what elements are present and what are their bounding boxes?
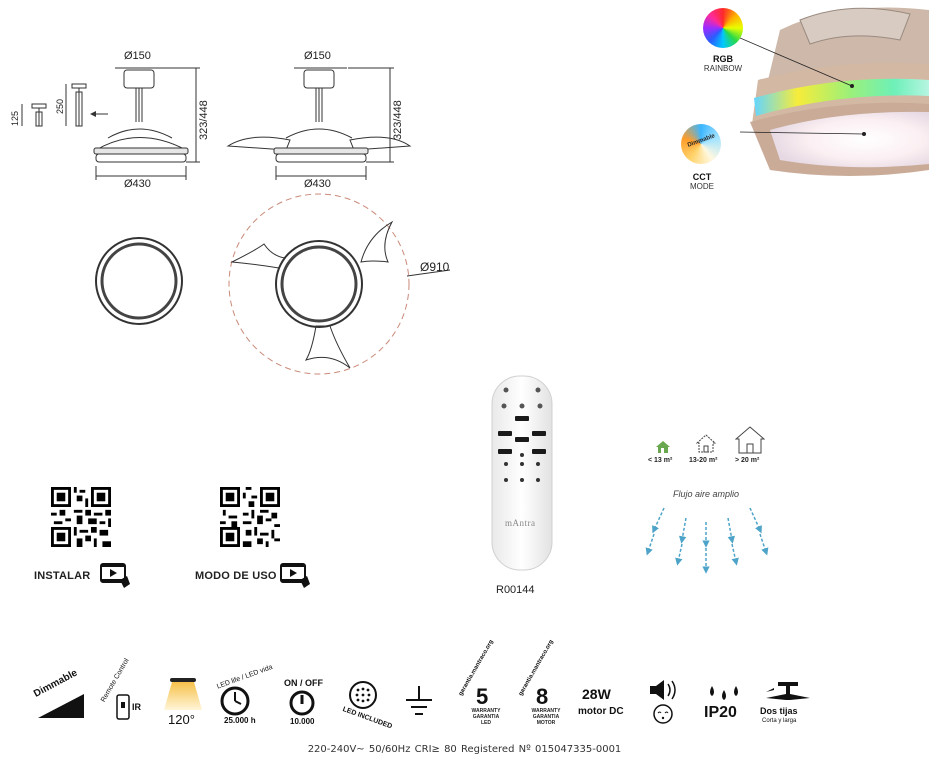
- warranty-motor-years: 8: [536, 684, 549, 709]
- airflow-title: Flujo aire amplio: [673, 489, 740, 499]
- cct-caption: CCT MODE: [672, 172, 732, 191]
- room-size-large: > 20 m²: [735, 457, 760, 464]
- fan-side-view-closed: [93, 67, 200, 180]
- install-label[interactable]: INSTALAR: [34, 570, 91, 582]
- blade-span-label: Ø910: [420, 260, 450, 274]
- usage-label[interactable]: MODO DE USO: [195, 570, 277, 582]
- rgb-title: RGB: [713, 54, 733, 64]
- electrical-specs-footer: 220-240V~ 50/60Hz CRI≥ 80 Registered Nº …: [307, 744, 622, 755]
- body-diameter-label: Ø430: [124, 178, 151, 190]
- rods-label: Dos tijas: [760, 706, 798, 716]
- ground-icon: [406, 686, 432, 715]
- silent-baby-icon: [650, 680, 676, 724]
- top-diameter-label: Ø150: [124, 50, 151, 62]
- beam-angle-icon: [164, 678, 202, 710]
- rod-options: [21, 83, 108, 127]
- body-diameter-label: Ø430: [304, 178, 331, 190]
- video-play-icon[interactable]: [100, 562, 132, 590]
- rod-length-label: 250: [55, 98, 65, 114]
- ir-label: IR: [132, 702, 141, 712]
- height-label: 323/448: [198, 100, 210, 140]
- airflow-arrows: [645, 507, 769, 574]
- fan-side-view-open: [226, 67, 412, 180]
- remote-control-image: [491, 375, 553, 571]
- height-label: 323/448: [392, 100, 404, 140]
- ceiling-rod-icon: [766, 682, 810, 700]
- motor-type: motor DC: [578, 706, 624, 717]
- medium-house-icon: [696, 434, 716, 453]
- led-life-hours: 25.000 h: [224, 716, 256, 725]
- power-rating: 28W: [582, 686, 611, 702]
- fan-product-photo: [740, 7, 929, 176]
- rods-sublabel: Corta y larga: [762, 718, 797, 724]
- rod-length-label: 125: [10, 110, 20, 126]
- fan-top-view: [95, 237, 183, 325]
- top-diameter-label: Ø150: [304, 50, 331, 62]
- rgb-subtitle: RAINBOW: [703, 64, 743, 73]
- cct-title: CCT: [692, 172, 712, 182]
- onoff-label: ON / OFF: [284, 678, 323, 688]
- rgb-caption: RGB RAINBOW: [693, 54, 753, 73]
- room-size-medium: 13-20 m²: [689, 457, 718, 464]
- beam-angle-label: 120°: [168, 712, 195, 727]
- warranty-led-text: WARRANTY GARANTIA LED: [471, 708, 501, 726]
- onoff-count: 10.000: [290, 717, 315, 726]
- room-size-small: < 13 m²: [648, 457, 673, 464]
- dimmable-icon: [38, 694, 84, 718]
- clock-icon: [220, 686, 250, 716]
- cct-subtitle: MODE: [690, 182, 714, 191]
- remote-icon: [116, 694, 130, 720]
- remote-model: R00144: [496, 584, 535, 596]
- warranty-led-years: 5: [476, 684, 489, 709]
- warranty-motor-text: WARRANTY GARANTIA MOTOR: [531, 708, 561, 726]
- fan-top-view-blades: [228, 193, 451, 375]
- large-house-icon: [735, 426, 765, 454]
- install-qr-code[interactable]: [51, 487, 111, 547]
- cct-color-wheel: [681, 124, 721, 164]
- small-house-icon: [656, 441, 670, 453]
- power-icon: [289, 690, 315, 716]
- rgb-color-wheel: [703, 8, 743, 48]
- usage-qr-code[interactable]: [220, 487, 280, 547]
- remote-brand: mAntra: [505, 518, 536, 528]
- side-elevation-drawings: [21, 67, 451, 375]
- led-chip-icon: [349, 681, 377, 709]
- ip-rating: IP20: [704, 704, 737, 721]
- video-play-icon[interactable]: [280, 562, 312, 590]
- water-drops-icon: [710, 686, 738, 700]
